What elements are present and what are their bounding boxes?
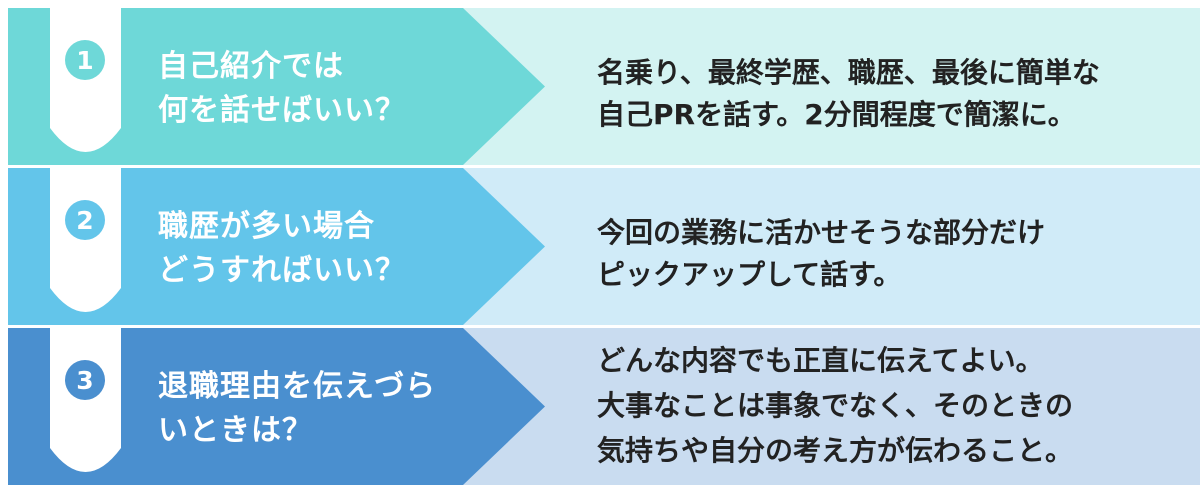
step-number-badge: 2 xyxy=(65,200,105,240)
step-number-badge: 3 xyxy=(65,360,105,400)
question-line: 何を話せばいい？ xyxy=(158,93,406,128)
question-text: 職歴が多い場合 どうすればいい？ xyxy=(158,205,488,293)
answer-text: 今回の業務に活かせそうな部分だけ ピックアップして話す。 xyxy=(597,212,1187,296)
question-line: 退職理由を伝えづら xyxy=(158,369,437,404)
question-arrow xyxy=(8,328,545,485)
answer-background xyxy=(420,328,1200,485)
faq-row-3: 3 退職理由を伝えづら いときは？ どんな内容でも正直に伝えてよい。 大事なこと… xyxy=(0,328,1200,485)
faq-row-2: 2 職歴が多い場合 どうすればいい？ 今回の業務に活かせそうな部分だけ ピックア… xyxy=(0,168,1200,325)
answer-line: 大事なことは事象でなく、そのときの xyxy=(597,389,1074,422)
number-tab xyxy=(50,168,121,312)
question-arrow xyxy=(8,8,545,165)
question-line: どうすればいい？ xyxy=(158,253,406,288)
answer-line: 気持ちや自分の考え方が伝わること。 xyxy=(597,434,1074,467)
faq-row-1: 1 自己紹介では 何を話せばいい？ 名乗り、最終学歴、職歴、最後に簡単な 自己P… xyxy=(0,8,1200,165)
answer-background xyxy=(420,8,1200,165)
answer-line: 名乗り、最終学歴、職歴、最後に簡単な xyxy=(597,56,1100,89)
question-line: いときは？ xyxy=(158,413,313,448)
question-line: 職歴が多い場合 xyxy=(158,209,375,244)
answer-text: どんな内容でも正直に伝えてよい。 大事なことは事象でなく、そのときの 気持ちや自… xyxy=(597,338,1187,473)
question-line: 自己紹介では xyxy=(158,49,344,84)
question-text: 自己紹介では 何を話せばいい？ xyxy=(158,45,488,133)
question-text: 退職理由を伝えづら いときは？ xyxy=(158,365,488,453)
answer-line: 自己PRを話す。2分間程度で簡潔に。 xyxy=(597,98,1076,131)
answer-background xyxy=(420,168,1200,325)
answer-line: ピックアップして話す。 xyxy=(597,258,902,291)
number-tab xyxy=(50,328,121,472)
number-tab xyxy=(50,8,121,152)
answer-text: 名乗り、最終学歴、職歴、最後に簡単な 自己PRを話す。2分間程度で簡潔に。 xyxy=(597,52,1187,136)
answer-line: どんな内容でも正直に伝えてよい。 xyxy=(597,344,1044,377)
question-arrow xyxy=(8,168,545,325)
step-number-badge: 1 xyxy=(65,40,105,80)
answer-line: 今回の業務に活かせそうな部分だけ xyxy=(597,216,1046,249)
